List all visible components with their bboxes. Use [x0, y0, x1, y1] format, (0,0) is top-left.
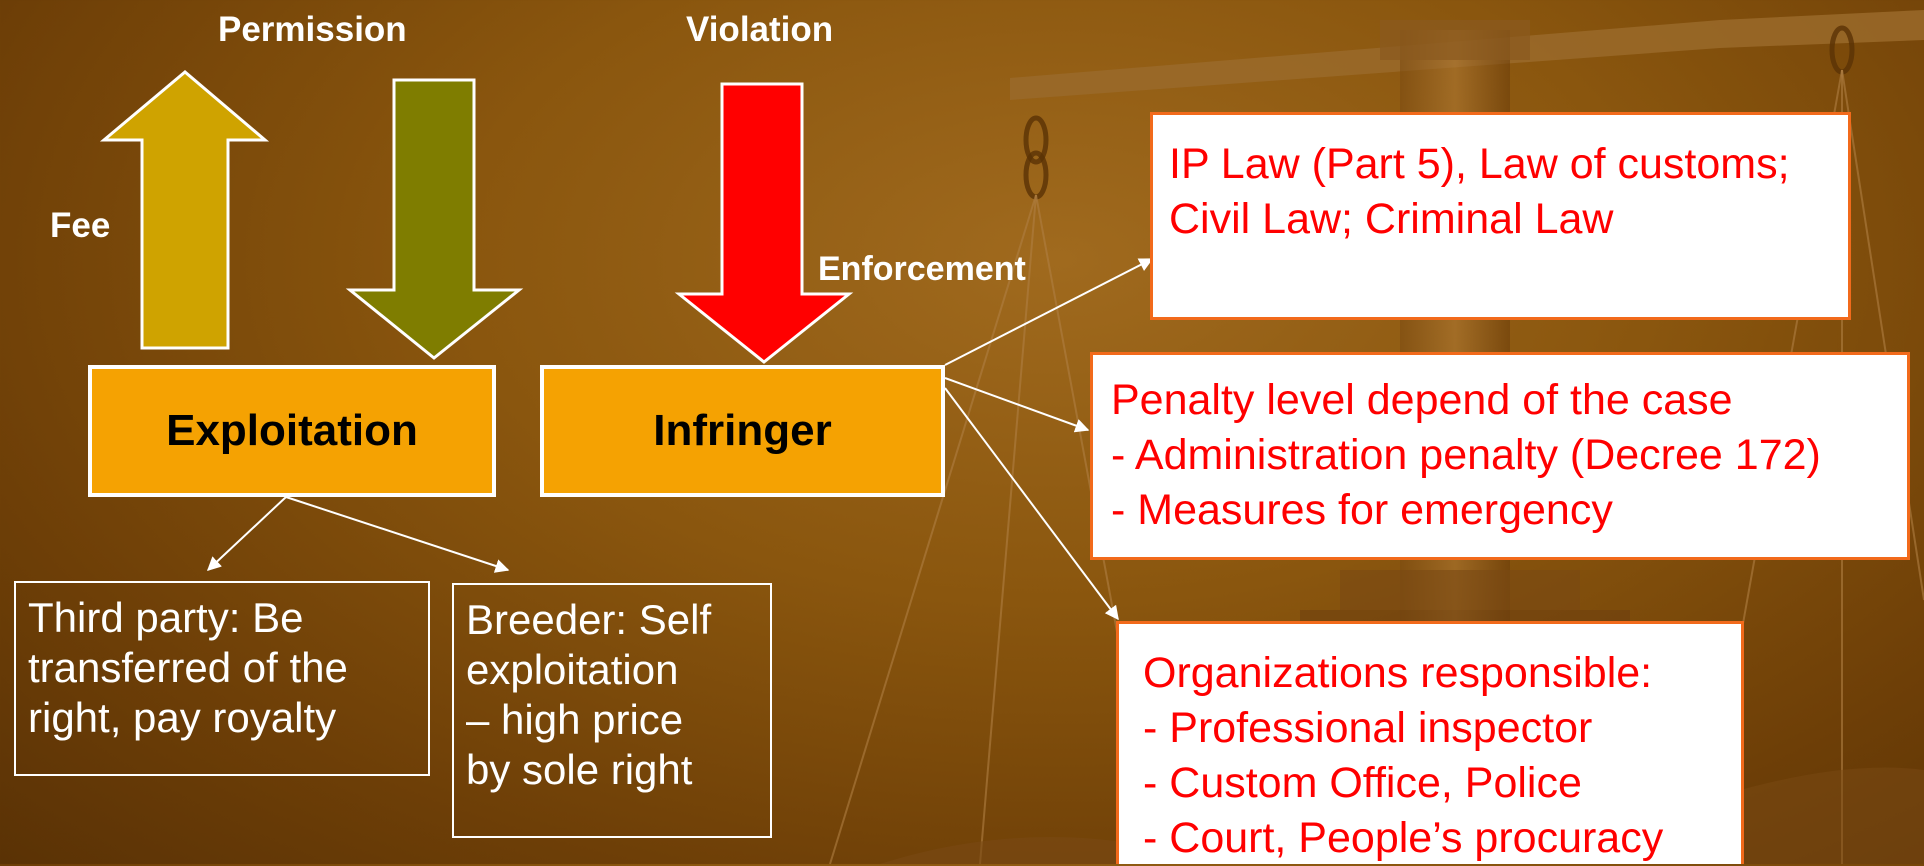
third-party-line-2: transferred of the: [28, 644, 348, 691]
breeder-line-4: by sole right: [466, 746, 693, 793]
law-box: IP Law (Part 5), Law of customs; Civil L…: [1150, 112, 1851, 320]
third-party-line-1: Third party: Be: [28, 594, 304, 641]
breeder-line-2: exploitation: [466, 646, 679, 693]
fee-label: Fee: [50, 206, 111, 245]
breeder-box: Breeder: Self exploitation – high price …: [452, 583, 772, 838]
organizations-line-2: - Professional inspector: [1143, 704, 1593, 752]
third-party-line-3: right, pay royalty: [28, 694, 337, 741]
law-line-2: Civil Law; Criminal Law: [1169, 195, 1614, 243]
exploitation-box: Exploitation: [88, 365, 496, 497]
organizations-line-3: - Custom Office, Police: [1143, 759, 1582, 807]
penalty-line-3: - Measures for emergency: [1111, 486, 1613, 534]
organizations-line-1: Organizations responsible:: [1143, 649, 1653, 697]
penalty-line-1: Penalty level depend of the case: [1111, 376, 1733, 424]
violation-label: Violation: [686, 10, 834, 49]
exploitation-text: Exploitation: [166, 406, 418, 455]
penalty-line-2: - Administration penalty (Decree 172): [1111, 431, 1821, 479]
permission-label: Permission: [218, 10, 407, 49]
organizations-line-4: - Court, People’s procuracy: [1143, 814, 1664, 862]
organizations-box: Organizations responsible: - Professiona…: [1116, 621, 1744, 864]
third-party-box: Third party: Be transferred of the right…: [14, 581, 430, 776]
infringer-box: Infringer: [540, 365, 945, 497]
enforcement-label: Enforcement: [818, 250, 1026, 288]
breeder-line-1: Breeder: Self: [466, 596, 712, 643]
penalty-box: Penalty level depend of the case - Admin…: [1090, 352, 1910, 560]
infringer-text: Infringer: [653, 406, 832, 455]
law-line-1: IP Law (Part 5), Law of customs;: [1169, 140, 1790, 188]
breeder-line-3: – high price: [466, 696, 684, 743]
